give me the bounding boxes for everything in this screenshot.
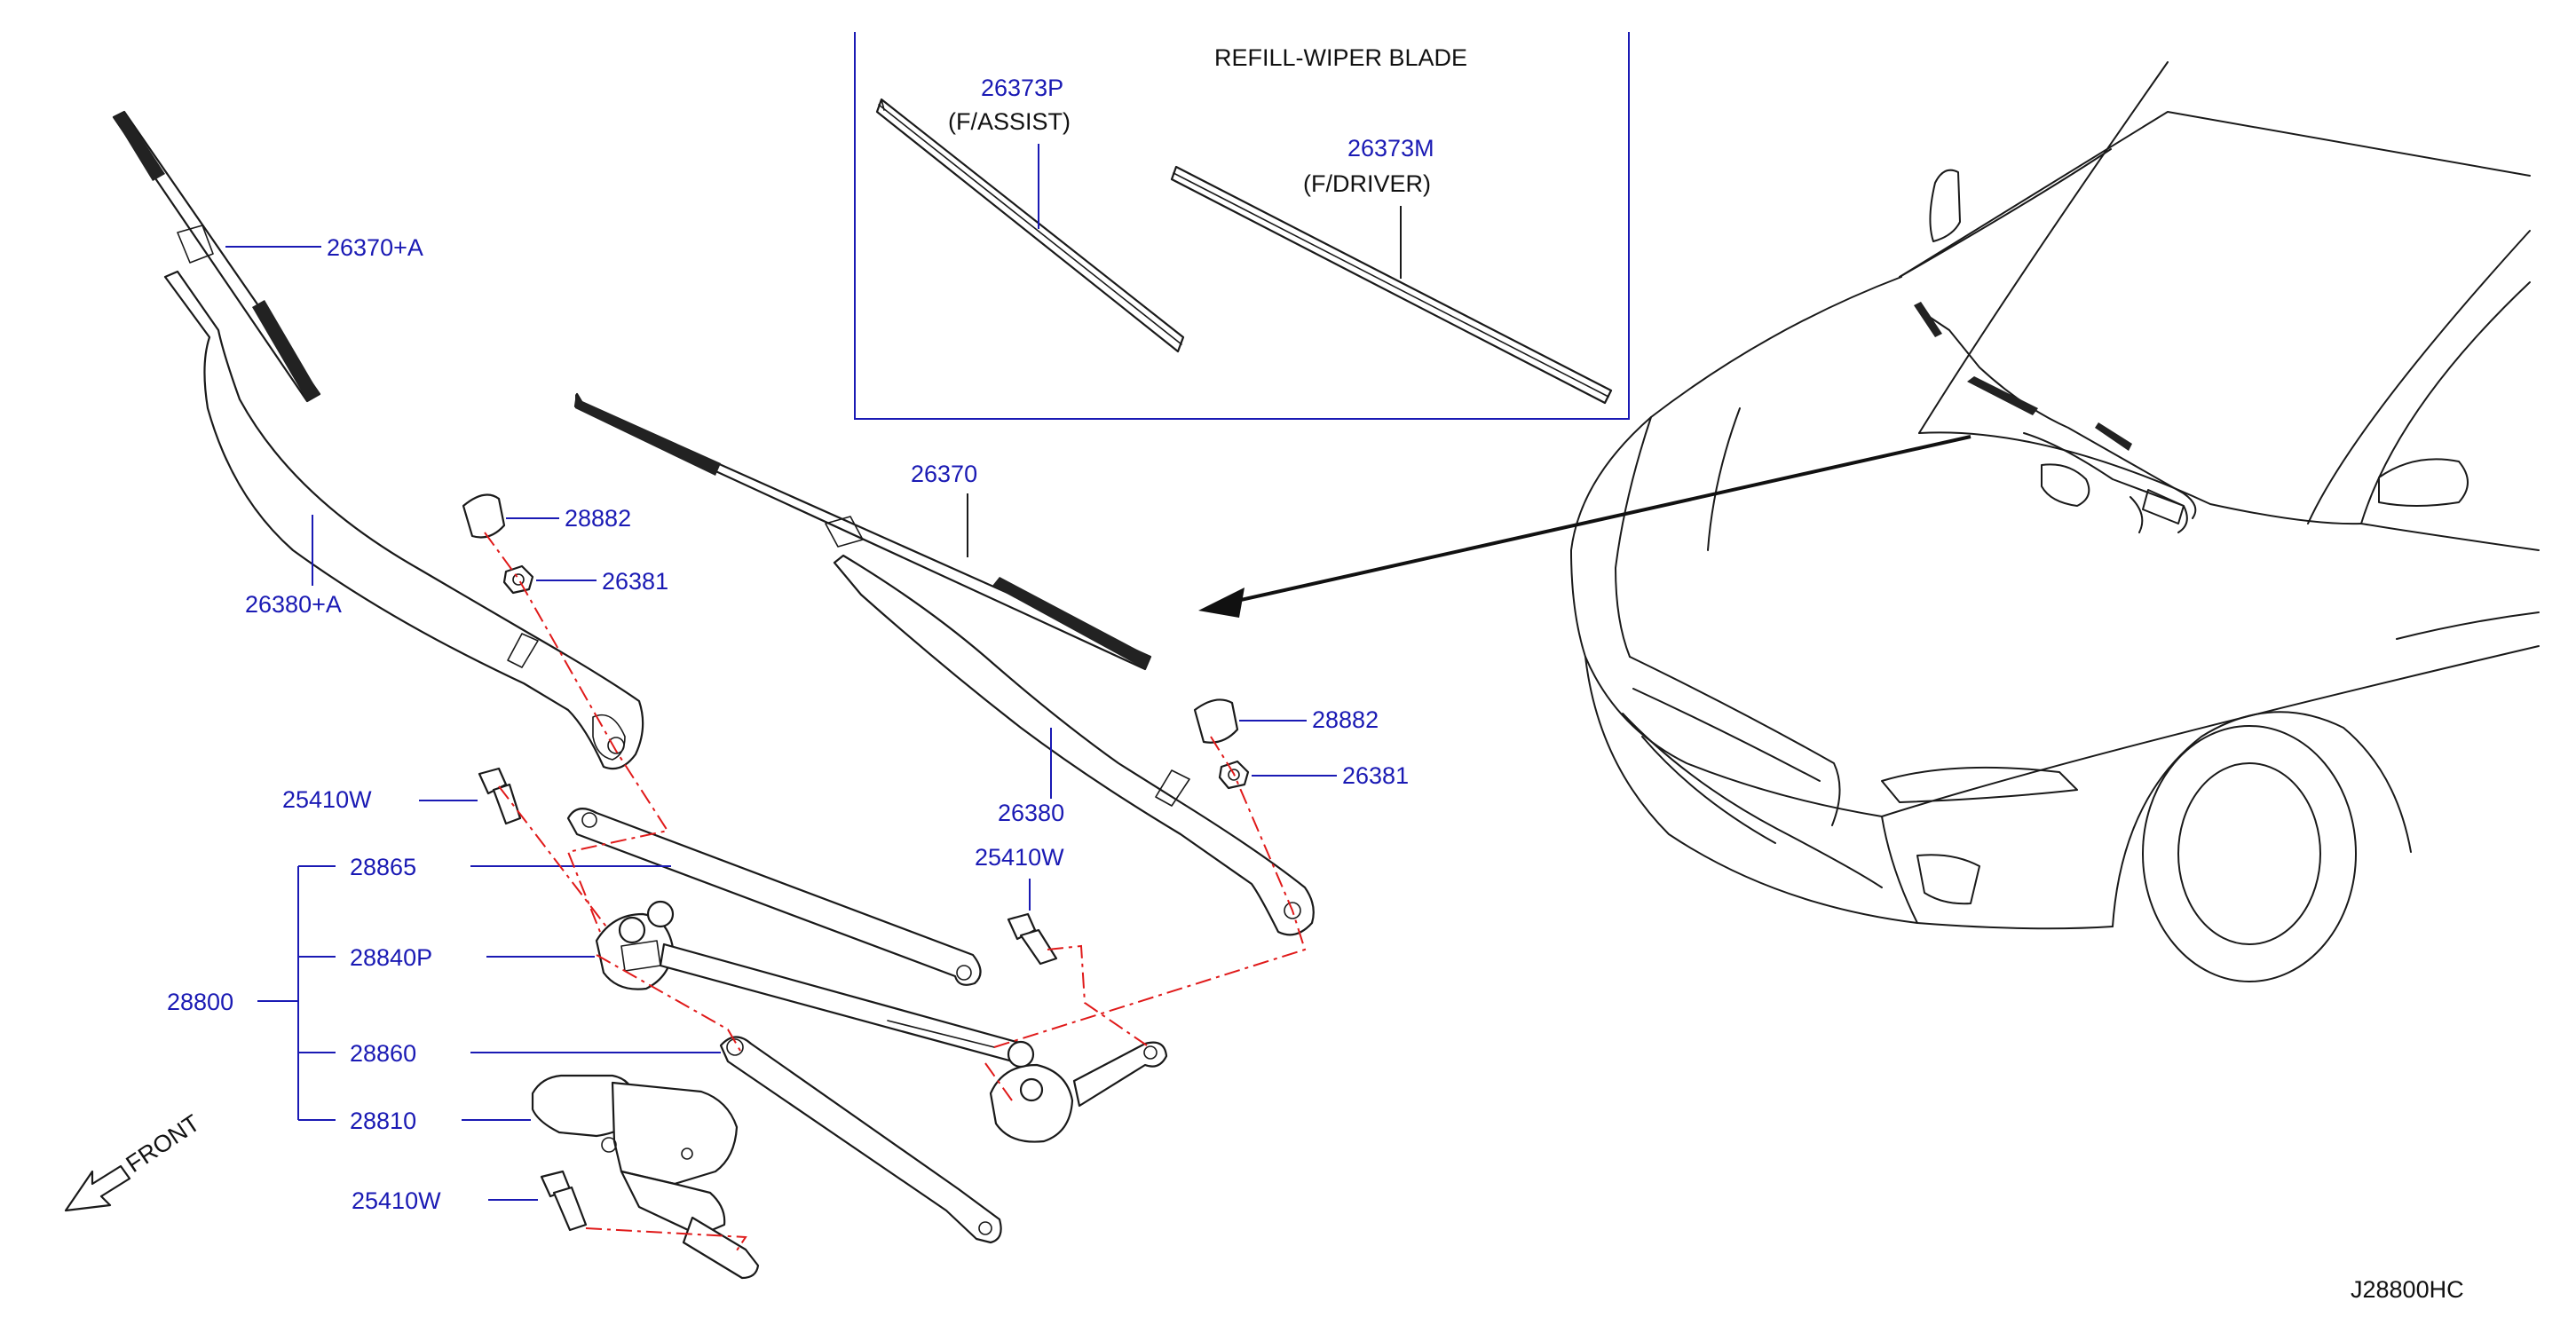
label-assembly: 28800	[167, 989, 233, 1015]
refill-inset: REFILL-WIPER BLADE 26373P (F/ASSIST) 263…	[854, 32, 1630, 420]
pivot-cap-right[interactable]	[1193, 698, 1239, 744]
refill-driver-caption: (F/DRIVER)	[1303, 170, 1431, 197]
refill-driver-part: 26373M	[1347, 135, 1434, 162]
refill-assist-caption: (F/ASSIST)	[948, 108, 1071, 135]
diagram-code: J28800HC	[2351, 1276, 2464, 1303]
phantom-lines	[484, 532, 1307, 1254]
label-bolt-mid: 25410W	[975, 844, 1064, 871]
label-nut-right: 26381	[1342, 762, 1409, 789]
inset-frame	[854, 32, 1630, 420]
arrow-front-icon	[64, 1164, 131, 1212]
wiper-blade-assist[interactable]	[112, 110, 321, 403]
refill-assist-part: 26373P	[981, 75, 1063, 101]
link-rod[interactable]	[566, 808, 982, 986]
label-cap-right: 28882	[1312, 706, 1379, 733]
label-arm-assist: 26380+A	[245, 591, 342, 618]
front-label: FRONT	[122, 1109, 205, 1178]
pivot-cap-left[interactable]	[462, 493, 506, 539]
inset-title: REFILL-WIPER BLADE	[1214, 44, 1467, 71]
pointer-arrowhead-icon	[1198, 588, 1245, 618]
bolt-top[interactable]	[478, 767, 522, 825]
pointer-arrow-line	[1224, 435, 1972, 605]
label-blade-assist: 26370+A	[327, 234, 423, 261]
wiper-motor[interactable]	[531, 1074, 760, 1280]
bolt-bottom[interactable]	[540, 1170, 588, 1232]
label-cap-left: 28882	[565, 505, 631, 532]
label-nut-left: 26381	[602, 568, 668, 595]
label-bolt-bottom: 25410W	[352, 1187, 441, 1214]
bolt-mid[interactable]	[1007, 912, 1058, 966]
wiper-blade-driver[interactable]	[573, 392, 1152, 671]
assembly-bracket	[257, 865, 336, 1121]
car-illustration	[1198, 61, 2540, 982]
wiper-arm-assist[interactable]	[163, 270, 644, 770]
label-link-rod: 28865	[350, 854, 416, 880]
label-pivot: 28840P	[350, 944, 432, 971]
label-bolt-top: 25410W	[282, 786, 372, 813]
pivot-housing-right[interactable]	[989, 1040, 1168, 1143]
label-arm-driver: 26380	[998, 800, 1064, 826]
refill-assist[interactable]	[875, 98, 1185, 353]
pivot-housing-left[interactable]	[595, 900, 675, 990]
wiper-arm-driver[interactable]	[833, 554, 1315, 936]
drive-rod[interactable]	[719, 1036, 1002, 1244]
label-motor: 28810	[350, 1108, 416, 1134]
refill-driver[interactable]	[1170, 165, 1613, 405]
label-blade-driver: 26370	[911, 461, 977, 487]
pivot-nut-left[interactable]	[502, 564, 534, 595]
label-drive-rod: 28860	[350, 1040, 416, 1067]
